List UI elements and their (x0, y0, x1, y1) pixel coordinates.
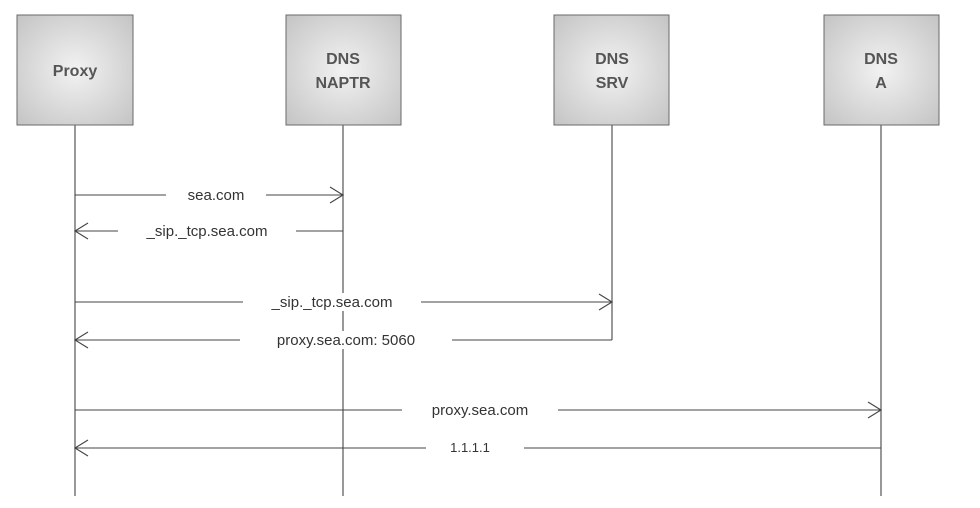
participant-label: DNS (864, 51, 898, 68)
participant-proxy: Proxy (16, 14, 134, 126)
participant-label: SRV (596, 75, 629, 92)
message-2: _sip._tcp.sea.com (73, 222, 343, 240)
participant-label: DNS (595, 51, 629, 68)
message-6: 1.1.1.1 (73, 439, 881, 457)
participant-label: Proxy (53, 63, 98, 80)
message-label: 1.1.1.1 (450, 440, 490, 455)
message-label: proxy.sea.com: 5060 (277, 332, 415, 349)
message-5: proxy.sea.com (75, 401, 883, 419)
message-1: sea.com (75, 186, 345, 204)
participant-label: A (875, 75, 887, 92)
participant-label: NAPTR (315, 75, 371, 92)
message-4: proxy.sea.com: 5060 (73, 331, 612, 349)
participant-label: DNS (326, 51, 360, 68)
participant-dns-a: DNS A (823, 14, 940, 126)
message-label: sea.com (188, 187, 245, 204)
message-3: _sip._tcp.sea.com (75, 293, 614, 311)
message-label: _sip._tcp.sea.com (271, 294, 393, 311)
message-label: proxy.sea.com (432, 402, 528, 419)
message-label: _sip._tcp.sea.com (146, 223, 268, 240)
participant-dns-srv: DNS SRV (553, 14, 670, 126)
participant-dns-naptr: DNS NAPTR (285, 14, 402, 126)
